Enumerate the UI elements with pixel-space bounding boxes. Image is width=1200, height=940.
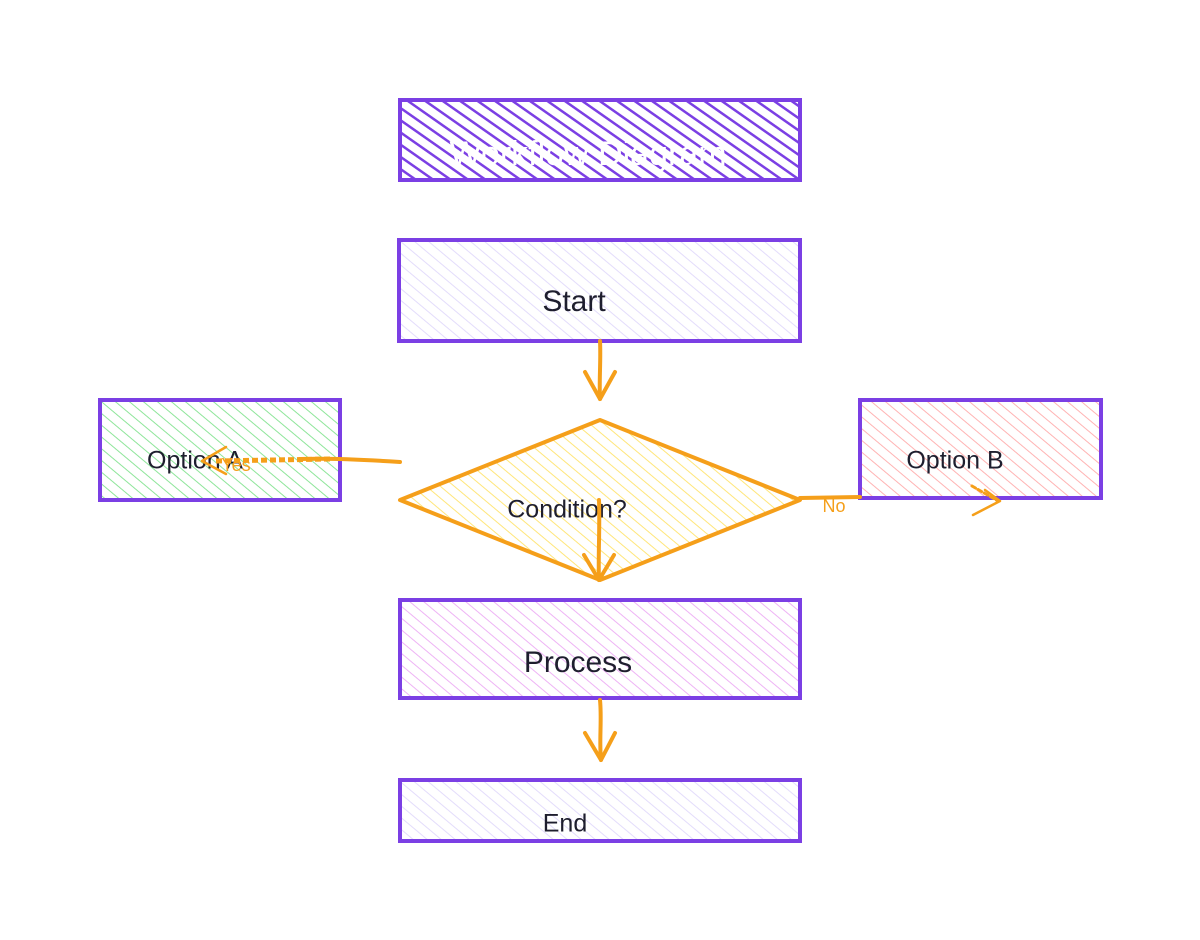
node-process-label: Process: [524, 646, 632, 679]
edge-condition-option-b: No: [798, 484, 1002, 517]
node-start-label: Start: [542, 285, 606, 318]
node-end-label: End: [543, 810, 587, 838]
node-option-b-shape: [858, 398, 1103, 500]
edge-no-label: No: [822, 496, 845, 516]
edge-condition-option-a-dash: [214, 456, 331, 464]
edge-start-condition-line: [597, 339, 603, 401]
edge-condition-option-a: Yes: [200, 445, 402, 476]
edge-condition-option-b-tail: [970, 484, 1000, 503]
edge-start-condition: [583, 339, 617, 401]
node-end: End: [398, 778, 802, 843]
title-box-shape: [398, 98, 802, 182]
edge-condition-option-b-line: [798, 495, 862, 500]
edge-condition-process: [582, 498, 616, 582]
node-process: Process: [398, 598, 802, 700]
edge-start-condition-arrowhead: [583, 370, 617, 401]
edge-condition-option-b-arrowhead: [971, 488, 1002, 517]
edge-condition-process-line: [596, 498, 602, 582]
edge-process-end-arrowhead: [583, 731, 617, 762]
node-start: Start: [397, 238, 802, 343]
node-option-b: Option B: [858, 398, 1103, 500]
node-end-shape: [398, 778, 802, 843]
edge-condition-option-a-arrowhead: [200, 445, 228, 476]
edge-condition-process-arrowhead: [582, 553, 616, 582]
node-process-shape: [398, 598, 802, 700]
node-condition-label: Condition?: [507, 496, 627, 524]
edge-process-end-line: [598, 698, 603, 762]
diagram-title: Workflow Diagram: [449, 135, 726, 173]
edge-process-end: [583, 698, 617, 762]
node-start-shape: [397, 238, 802, 343]
node-option-b-label: Option B: [906, 447, 1003, 475]
edge-yes-label: Yes: [221, 455, 250, 475]
title-box: Workflow Diagram: [398, 98, 802, 182]
